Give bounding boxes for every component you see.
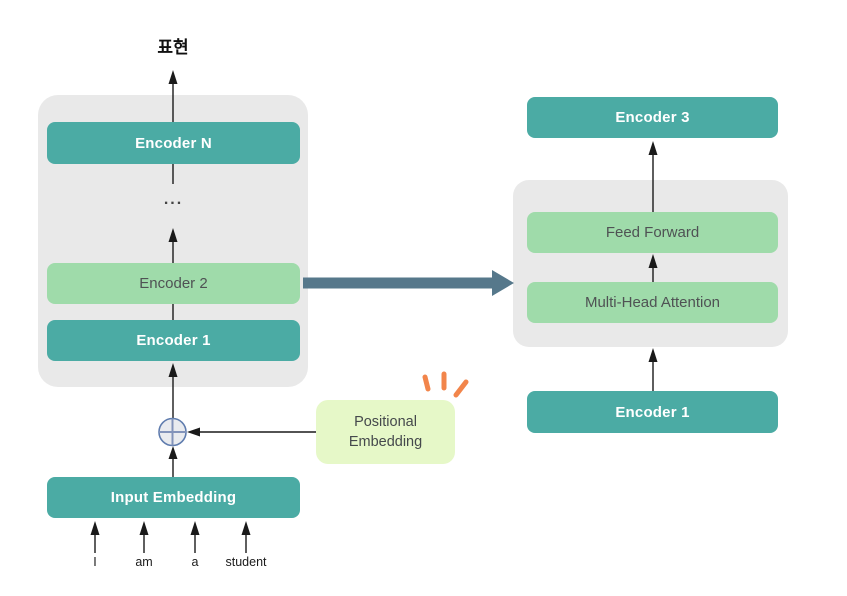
arrow-token-a	[190, 521, 200, 553]
token-a: a	[191, 555, 199, 569]
encoder-n-label: Encoder N	[135, 134, 212, 152]
stack-ellipsis: ...	[163, 191, 184, 208]
arrow-encoder-1-to-detail-panel	[648, 348, 658, 391]
token-am: am	[135, 555, 153, 569]
encoder-n-box: Encoder N	[47, 122, 300, 164]
encoder-1-right-box: Encoder 1	[527, 391, 778, 433]
input-embedding-label: Input Embedding	[110, 489, 237, 506]
zoom-detail-arrow	[303, 270, 514, 296]
multi-head-attention-label: Multi-Head Attention	[584, 294, 721, 311]
output-representation-label: 표현	[157, 38, 189, 57]
input-embedding-box: Input Embedding	[47, 477, 300, 518]
arrow-token-student	[241, 521, 251, 553]
arrow-positional-embedding-to-sum	[187, 427, 318, 437]
emphasis-sparkle-icon	[422, 371, 469, 398]
token-i: I	[93, 555, 97, 569]
positional-embedding-box: Positional Embedding	[316, 400, 455, 464]
arrow-input-embedding-to-sum	[168, 446, 178, 477]
encoder-2-label: Encoder 2	[139, 275, 208, 292]
multi-head-attention-box: Multi-Head Attention	[527, 282, 778, 323]
encoder-1-right-label: Encoder 1	[615, 403, 690, 421]
encoder-3-box: Encoder 3	[527, 97, 778, 138]
encoder-2-box: Encoder 2	[47, 263, 300, 304]
feed-forward-label: Feed Forward	[605, 224, 700, 241]
feed-forward-box: Feed Forward	[527, 212, 778, 253]
encoder-3-label: Encoder 3	[615, 109, 690, 126]
arrow-token-i	[90, 521, 100, 553]
encoder-1-left-box: Encoder 1	[47, 320, 300, 361]
arrow-token-am	[139, 521, 149, 553]
plus-circle-icon	[158, 417, 187, 447]
token-student: student	[225, 555, 267, 569]
positional-embedding-label: Positional Embedding	[348, 413, 423, 450]
encoder-1-left-label: Encoder 1	[136, 332, 211, 349]
